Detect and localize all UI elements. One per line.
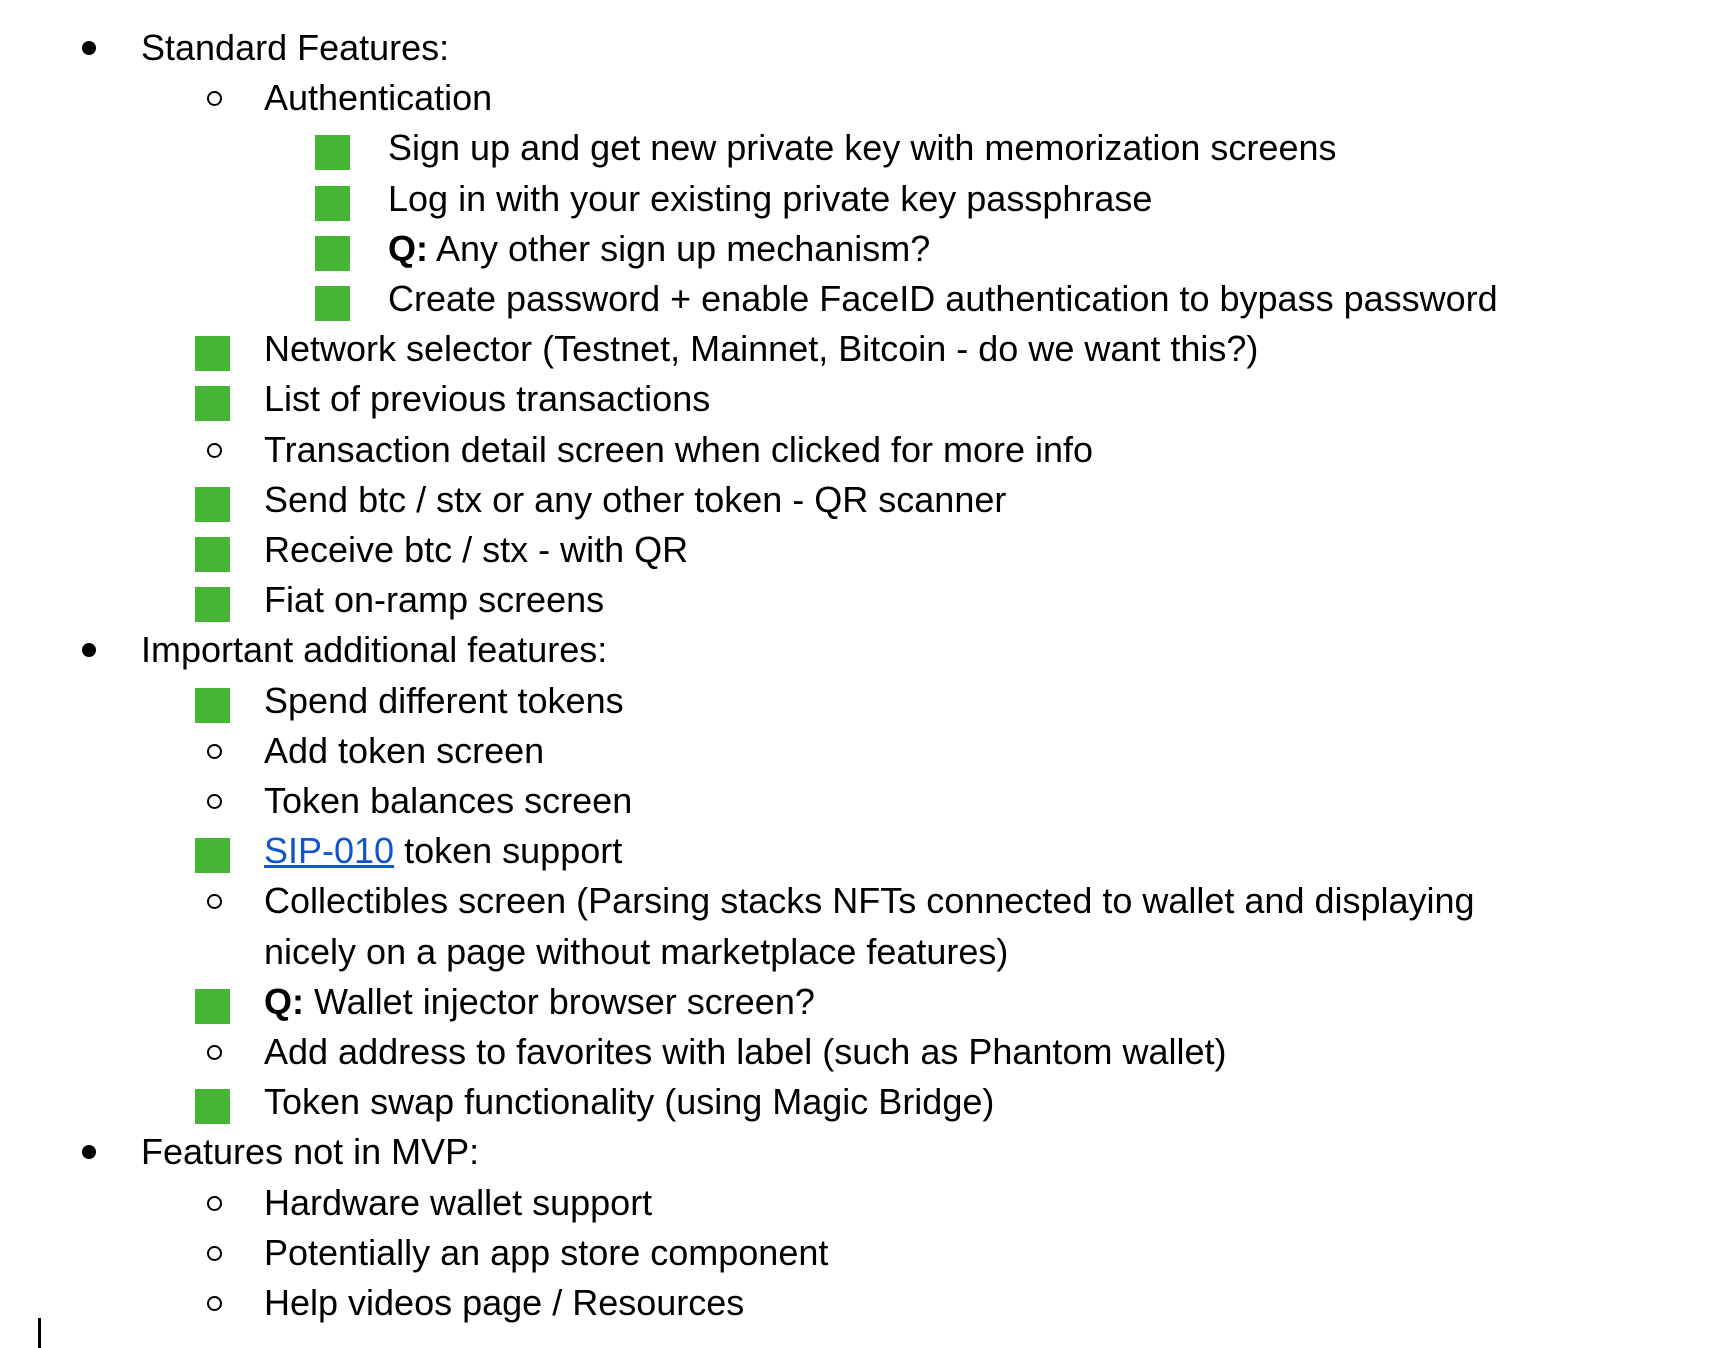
bullet-circle-icon — [207, 1296, 222, 1311]
list-item-text: Standard Features: — [141, 23, 449, 73]
list-item-text: Log in with your existing private key pa… — [388, 174, 1152, 224]
green-square-icon — [195, 838, 230, 874]
bullet-circle-icon — [207, 442, 222, 458]
list-item-text: Sign up and get new private key with mem… — [388, 123, 1336, 173]
green-square-icon — [195, 687, 230, 723]
item-label: Spend different tokens — [264, 679, 624, 721]
item-label: nicely on a page without marketplace fea… — [264, 930, 1009, 972]
list-item-text: Spend different tokens — [264, 676, 624, 726]
bullet-circle-icon — [207, 794, 222, 809]
list-item-text: Send btc / stx or any other token - QR s… — [264, 475, 1006, 525]
bullet-circle-icon — [207, 743, 222, 759]
bullet-circle-icon — [207, 1245, 222, 1261]
green-square-icon — [195, 1089, 230, 1125]
item-label: Send btc / stx or any other token - QR s… — [264, 478, 1007, 520]
item-label: Standard Features: — [141, 27, 450, 68]
green-square-icon — [195, 486, 230, 522]
list-item-text: Token swap functionality (using Magic Br… — [264, 1077, 994, 1127]
list-item-text: Q: Any other sign up mechanism? — [388, 224, 930, 274]
list-item-text: List of previous transactions — [264, 374, 710, 424]
item-label: List of previous transactions — [264, 378, 711, 420]
list-item-text: nicely on a page without marketplace fea… — [264, 927, 1008, 977]
bullet-circle-icon — [207, 1195, 222, 1211]
item-label: Help videos page / Resources — [264, 1282, 745, 1323]
green-square-icon — [315, 135, 350, 171]
list-item-text: Transaction detail screen when clicked f… — [264, 425, 1093, 475]
bullet-disc-icon — [82, 643, 96, 658]
list-item-text: Authentication — [264, 73, 492, 123]
question-prefix: Q: — [388, 227, 428, 269]
item-label: Create password + enable FaceID authenti… — [388, 278, 1498, 319]
green-square-icon — [195, 386, 230, 422]
bullet-disc-icon — [82, 1145, 96, 1160]
item-label: Token balances screen — [264, 780, 633, 821]
list-item-text: Features not in MVP: — [141, 1127, 479, 1177]
list-item-text: Collectibles screen (Parsing stacks NFTs… — [264, 876, 1475, 926]
green-square-icon — [315, 286, 350, 321]
list-item-text: Fiat on-ramp screens — [264, 575, 604, 625]
item-label: Sign up and get new private key with mem… — [388, 127, 1337, 169]
list-item-text: Help videos page / Resources — [264, 1278, 744, 1328]
item-label: Add token screen — [264, 729, 545, 771]
sip-010-link[interactable]: SIP-010 — [264, 830, 395, 872]
item-label: Receive btc / stx - with QR — [264, 529, 689, 570]
green-square-icon — [315, 235, 350, 271]
list-item-text: Q: Wallet injector browser screen? — [264, 977, 815, 1027]
list-item-text: Create password + enable FaceID authenti… — [388, 274, 1498, 324]
green-square-icon — [195, 988, 230, 1024]
green-square-icon — [195, 537, 230, 572]
list-item-text: Token balances screen — [264, 776, 632, 826]
list-item-text: Add address to favorites with label (suc… — [264, 1027, 1226, 1077]
bullet-circle-icon — [207, 894, 222, 910]
list-item-text: Add token screen — [264, 726, 544, 776]
item-label: Hardware wallet support — [264, 1181, 653, 1223]
item-label: Any other sign up mechanism? — [428, 227, 931, 269]
item-label: Features not in MVP: — [141, 1131, 480, 1173]
item-label: Authentication — [264, 77, 493, 119]
question-prefix: Q: — [264, 980, 304, 1022]
item-label: Collectibles screen (Parsing stacks NFTs… — [264, 880, 1475, 922]
list-item-text: Important additional features: — [141, 625, 607, 675]
bullet-circle-icon — [207, 91, 222, 107]
bullet-circle-icon — [207, 1045, 222, 1060]
item-label: Transaction detail screen when clicked f… — [264, 428, 1094, 470]
item-label: Fiat on-ramp screens — [264, 579, 605, 621]
green-square-icon — [195, 587, 230, 623]
item-label: Important additional features: — [141, 629, 608, 671]
green-square-icon — [195, 336, 230, 372]
list-item-text: Receive btc / stx - with QR — [264, 525, 688, 575]
item-label: Network selector (Testnet, Mainnet, Bitc… — [264, 328, 1259, 370]
item-label: Wallet injector browser screen? — [304, 980, 815, 1022]
item-label: Token swap functionality (using Magic Br… — [264, 1081, 995, 1123]
list-item-text: Potentially an app store component — [264, 1228, 828, 1278]
item-label: Log in with your existing private key pa… — [388, 177, 1153, 219]
list-item-text: SIP-010 token support — [264, 826, 622, 876]
list-item-text: Hardware wallet support — [264, 1178, 652, 1228]
green-square-icon — [315, 185, 350, 221]
text-cursor — [38, 1318, 41, 1348]
bullet-disc-icon — [82, 41, 96, 55]
item-label: token support — [394, 830, 623, 872]
item-label: Potentially an app store component — [264, 1231, 829, 1273]
item-label: Add address to favorites with label (suc… — [264, 1031, 1227, 1072]
list-item-text: Network selector (Testnet, Mainnet, Bitc… — [264, 324, 1258, 374]
